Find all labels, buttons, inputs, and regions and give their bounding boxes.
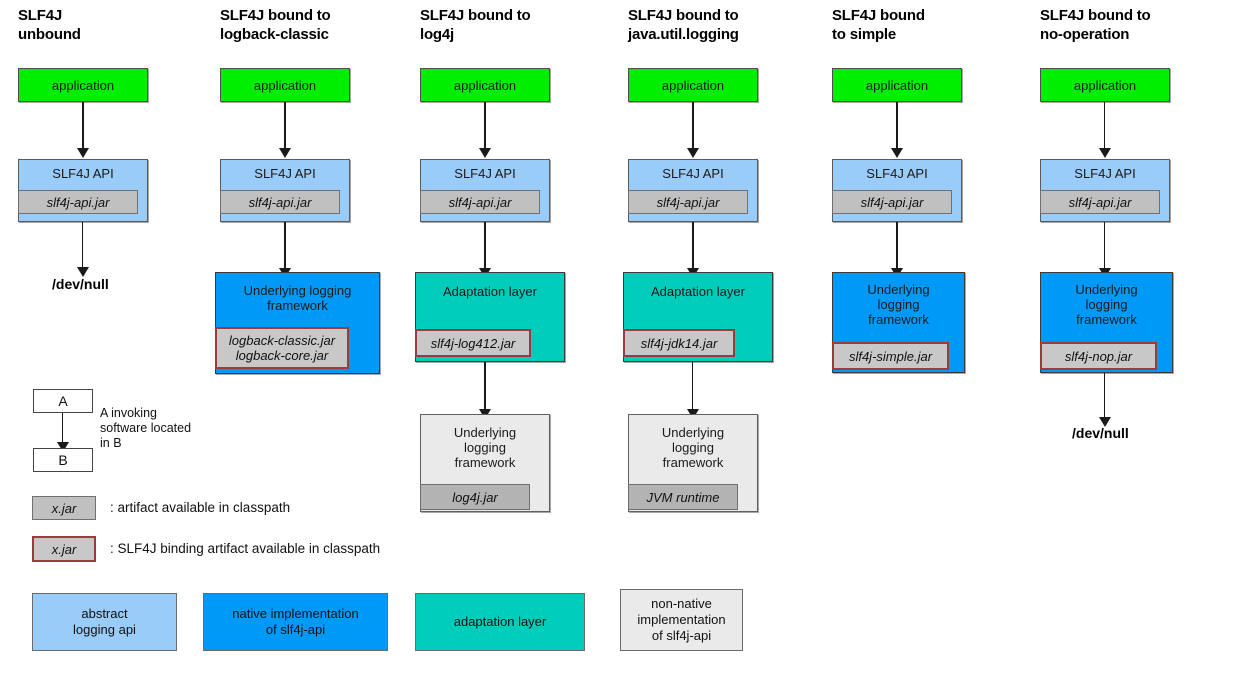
legend-jar-chip-artifact: x.jar	[32, 496, 96, 520]
jar-chip-jvm-runtime: JVM runtime	[628, 484, 738, 510]
arrow-app-to-api	[279, 102, 291, 158]
jar-chip-slf4j-api: slf4j-api.jar	[420, 190, 540, 214]
arrow-api-to-impl	[279, 222, 291, 278]
column-title-log4j: SLF4J bound to log4j	[420, 7, 531, 43]
column-title-unbound: SLF4J unbound	[18, 7, 81, 43]
devnull-label-nop: /dev/null	[1072, 425, 1129, 441]
legend-swatch-adaptation-layer: adaptation layer	[415, 593, 585, 651]
application-box-unbound: application	[18, 68, 148, 102]
adaptation-layer-box-jul: Adaptation layer slf4j-jdk14.jar	[623, 272, 773, 362]
slf4j-api-label: SLF4J API	[866, 166, 928, 181]
column-logback-classic: SLF4J bound to logback-classic applicati…	[215, 0, 420, 674]
slf4j-api-label: SLF4J API	[662, 166, 724, 181]
devnull-label-unbound: /dev/null	[52, 276, 109, 292]
adaptation-layer-label: Adaptation layer	[443, 284, 537, 299]
slf4j-api-box-logback: SLF4J API slf4j-api.jar	[220, 159, 350, 222]
application-box-jul: application	[628, 68, 758, 102]
underlying-framework-label: Underlying logging framework	[453, 425, 517, 470]
adaptation-layer-box-log4j: Adaptation layer slf4j-log412.jar	[415, 272, 565, 362]
slf4j-api-box-unbound: SLF4J API slf4j-api.jar	[18, 159, 148, 222]
jar-chip-slf4j-api: slf4j-api.jar	[628, 190, 748, 214]
slf4j-api-box-jul: SLF4J API slf4j-api.jar	[628, 159, 758, 222]
jar-chip-slf4j-log412-binding: slf4j-log412.jar	[415, 329, 531, 357]
column-title-no-operation: SLF4J bound to no-operation	[1040, 7, 1151, 43]
column-no-operation: SLF4J bound to no-operation application …	[1040, 0, 1239, 674]
underlying-framework-box-logback: Underlying logging framework logback-cla…	[215, 272, 380, 374]
underlying-framework-label: Underlying logging framework	[867, 282, 930, 327]
column-simple: SLF4J bound to simple application SLF4J …	[832, 0, 1032, 674]
underlying-framework-box-nop: Underlying logging framework slf4j-nop.j…	[1040, 272, 1173, 373]
arrow-app-to-api	[479, 102, 491, 158]
application-box-logback: application	[220, 68, 350, 102]
underlying-framework-label: Underlying logging framework	[243, 283, 352, 313]
slf4j-api-label: SLF4J API	[454, 166, 516, 181]
legend-artifact-caption: : artifact available in classpath	[110, 500, 291, 515]
column-title-logback-classic: SLF4J bound to logback-classic	[220, 7, 331, 43]
jar-chip-slf4j-api: slf4j-api.jar	[220, 190, 340, 214]
application-box-nop: application	[1040, 68, 1170, 102]
application-label: application	[453, 78, 517, 93]
slf4j-api-box-nop: SLF4J API slf4j-api.jar	[1040, 159, 1170, 222]
application-box-log4j: application	[420, 68, 550, 102]
adaptation-layer-label: Adaptation layer	[651, 284, 745, 299]
arrow-api-to-adapter	[687, 222, 699, 278]
jar-chip-slf4j-api: slf4j-api.jar	[832, 190, 952, 214]
jar-chip-logback-binding: logback-classic.jar logback-core.jar	[215, 327, 349, 369]
legend-swatch-native-implementation: native implementation of slf4j-api	[203, 593, 388, 651]
column-title-java-util-logging: SLF4J bound to java.util.logging	[628, 7, 739, 43]
arrow-adapter-to-impl	[687, 362, 699, 419]
arrow-adapter-to-impl	[479, 362, 491, 419]
column-log4j: SLF4J bound to log4j application SLF4J A…	[415, 0, 620, 674]
arrow-app-to-api	[1099, 102, 1111, 158]
legend-box-b: B	[33, 448, 93, 472]
application-box-simple: application	[832, 68, 962, 102]
legend-arrow-a-to-b	[57, 413, 69, 452]
jar-chip-log4j: log4j.jar	[420, 484, 530, 510]
jar-chip-slf4j-jdk14-binding: slf4j-jdk14.jar	[623, 329, 735, 357]
slf4j-api-box-log4j: SLF4J API slf4j-api.jar	[420, 159, 550, 222]
underlying-framework-label: Underlying logging framework	[1075, 282, 1138, 327]
arrow-api-to-devnull	[77, 222, 89, 277]
jar-chip-slf4j-simple-binding: slf4j-simple.jar	[832, 342, 949, 370]
slf4j-api-label: SLF4J API	[254, 166, 316, 181]
arrow-app-to-api	[77, 102, 89, 158]
slf4j-api-label: SLF4J API	[1074, 166, 1136, 181]
jar-chip-slf4j-api: slf4j-api.jar	[18, 190, 138, 214]
underlying-framework-box-log4j: Underlying logging framework log4j.jar	[420, 414, 550, 512]
underlying-framework-label: Underlying logging framework	[661, 425, 725, 470]
legend-invoking-caption: A invoking software located in B	[100, 406, 192, 450]
application-label: application	[253, 78, 317, 93]
column-unbound: SLF4J unbound application SLF4J API slf4…	[18, 0, 218, 674]
arrow-api-to-impl	[1099, 222, 1111, 278]
jar-chip-slf4j-nop-binding: slf4j-nop.jar	[1040, 342, 1157, 370]
legend-box-a: A	[33, 389, 93, 413]
jar-chip-slf4j-api: slf4j-api.jar	[1040, 190, 1160, 214]
arrow-api-to-impl	[891, 222, 903, 278]
arrow-app-to-api	[891, 102, 903, 158]
legend-swatch-abstract-logging-api: abstract logging api	[32, 593, 177, 651]
application-label: application	[661, 78, 725, 93]
column-java-util-logging: SLF4J bound to java.util.logging applica…	[623, 0, 828, 674]
column-title-simple: SLF4J bound to simple	[832, 7, 925, 43]
application-label: application	[51, 78, 115, 93]
arrow-api-to-adapter	[479, 222, 491, 278]
underlying-framework-box-simple: Underlying logging framework slf4j-simpl…	[832, 272, 965, 373]
arrow-impl-to-devnull	[1099, 373, 1111, 427]
slf4j-api-box-simple: SLF4J API slf4j-api.jar	[832, 159, 962, 222]
legend-binding-artifact-caption: : SLF4J binding artifact available in cl…	[110, 541, 381, 556]
arrow-app-to-api	[687, 102, 699, 158]
underlying-framework-box-jul: Underlying logging framework JVM runtime	[628, 414, 758, 512]
legend-jar-chip-binding-artifact: x.jar	[32, 536, 96, 562]
slf4j-api-label: SLF4J API	[52, 166, 114, 181]
application-label: application	[1073, 78, 1137, 93]
application-label: application	[865, 78, 929, 93]
legend-swatch-non-native-implementation: non-native implementation of slf4j-api	[620, 589, 743, 651]
